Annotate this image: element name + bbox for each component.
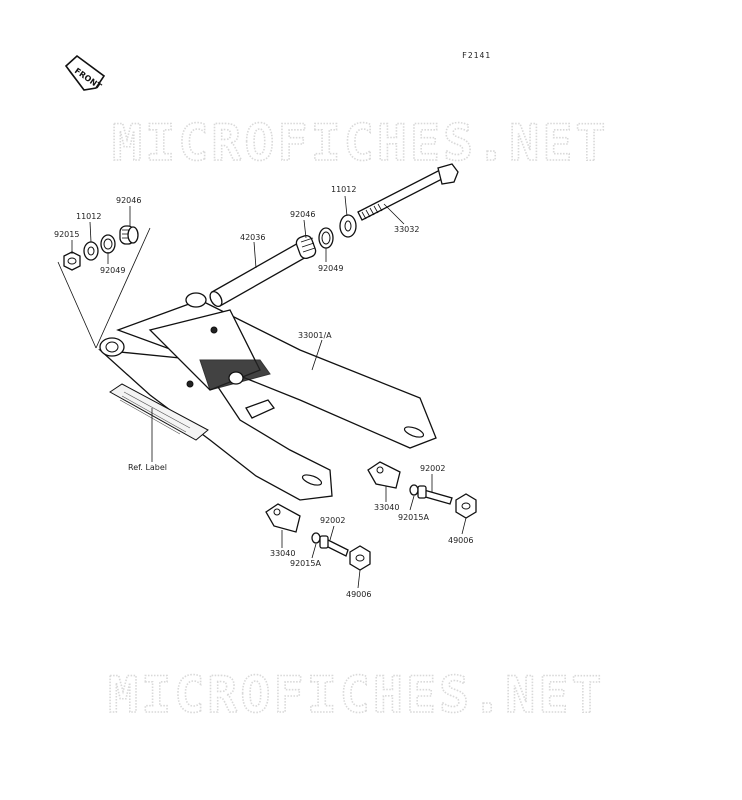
part-42036 [209,241,309,308]
label-11012-left: 11012 [76,212,101,221]
label-92046-mid: 92046 [290,210,315,219]
label-11012-right: 11012 [331,185,356,194]
part-11012-right [339,214,357,238]
right-pivot-parts [209,163,459,308]
part-92049-mid [318,227,334,249]
watermark-top: MICROFICHES.NET [112,114,609,172]
part-92015-left [63,251,81,271]
part-33040-right [367,461,401,489]
label-49006-right: 49006 [448,536,473,545]
label-92015-left: 92015 [54,230,79,239]
part-92049-left [100,234,116,254]
leader-lines [71,195,467,589]
part-49006-low [349,545,371,571]
label-33040-low: 33040 [270,549,295,558]
front-arrow-icon: FRONT [64,54,106,91]
label-33001: 33001/A [298,331,332,340]
part-92015A-right [409,484,419,496]
part-33001-swingarm [98,292,437,501]
label-92002-right: 92002 [420,464,445,473]
right-adjuster-parts [367,461,477,519]
part-11012-left [83,241,99,261]
part-labels: 92046 11012 92015 92049 11012 33032 9204… [54,185,473,599]
lower-adjuster-parts [265,503,371,571]
part-92046-mid [295,234,317,260]
label-49006-low: 49006 [346,590,371,599]
part-92015A-low [311,532,321,544]
label-92049-left: 92049 [100,266,125,275]
watermark-bottom: MICROFICHES.NET [108,666,605,724]
label-ref-label: Ref. Label [128,463,167,472]
part-49006-right [455,493,477,519]
figure-code: F2141 [462,51,491,60]
reference-label-sticker [109,383,209,441]
label-42036: 42036 [240,233,265,242]
part-92046-left [119,225,139,245]
label-92002-low: 92002 [320,516,345,525]
label-33040-right: 33040 [374,503,399,512]
part-33032-bolt [357,163,459,221]
label-92046-left: 92046 [116,196,141,205]
part-92002-low [319,535,349,557]
label-33032: 33032 [394,225,419,234]
label-92049-mid: 92049 [318,264,343,273]
label-92015A-low: 92015A [290,559,321,568]
label-92015A-right: 92015A [398,513,429,522]
part-33040-low [265,503,301,533]
part-92002-right [417,485,453,505]
